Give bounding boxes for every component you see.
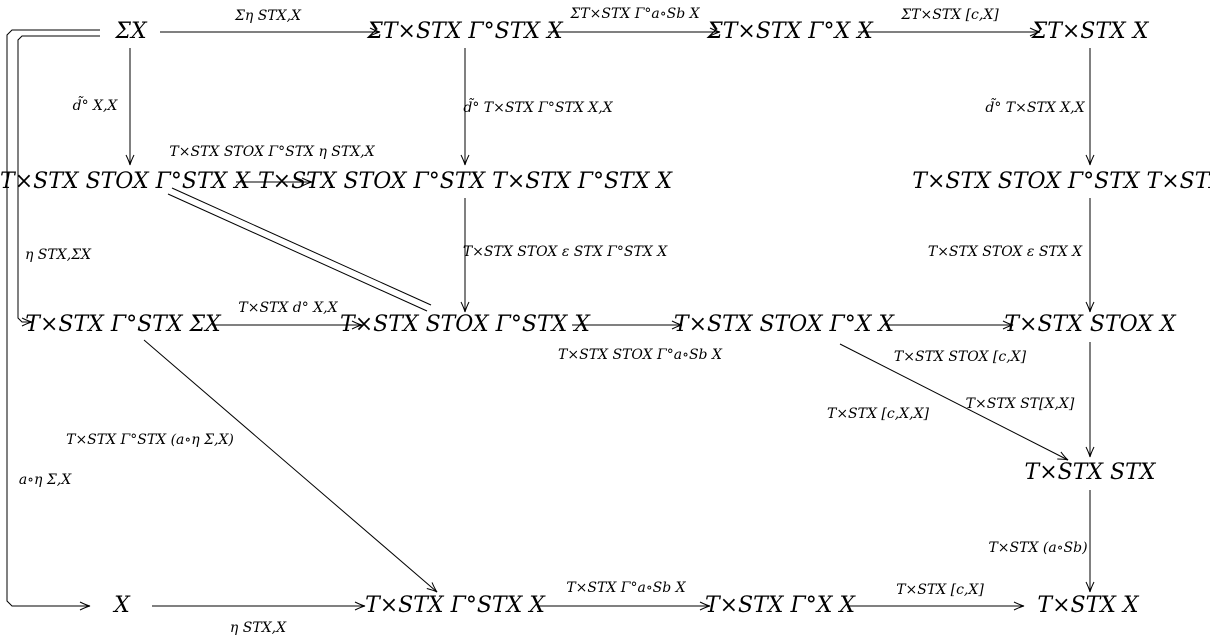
label-t-sto-g-asb-text: T×STX STOX Γ°a∘Sb X (558, 347, 722, 363)
equality-line-a (167, 193, 428, 312)
label-a-eta-text: a∘η Σ,X (18, 472, 72, 488)
arrow-t-g-a-eta (143, 339, 438, 593)
label-t-g-a-eta: T×STX Γ°STX (a∘η Σ,X) (66, 433, 234, 447)
node-t-sto-g-x: T×STX STOX Γ°STX X (0, 171, 250, 193)
label-t-g-asb-bottom-text: T×STX Γ°a∘Sb X (566, 580, 686, 596)
label-d-tg-text: d̃° T×STX Γ°STX X,X (463, 100, 613, 116)
label-t-a-sb: T×STX (a∘Sb) (988, 541, 1087, 555)
node-t-x-text: T×STX X (1037, 593, 1139, 618)
label-eta-bottom-text: η STX,X (229, 620, 287, 636)
label-eta-bottom: η STX,X (230, 621, 286, 635)
node-t-gx-x-bottom-text: T×STX Γ°X X (704, 593, 856, 618)
node-t-stx-text: T×STX STX (1024, 460, 1156, 485)
arrow-a-eta (6, 29, 100, 611)
node-t-g-sigma-x: T×STX Γ°STX ΣX (25, 314, 220, 336)
label-t-c-xx-text: T×STX [c,X,X] (826, 406, 930, 422)
node-sigma-t-x: ΣT×STX X (1032, 21, 1149, 43)
label-a-eta: a∘η Σ,X (19, 473, 71, 487)
label-t-d: T×STX d° X,X (238, 301, 337, 315)
equality-line-b (171, 187, 432, 306)
label-eta-sigma: η STX,ΣX (25, 248, 91, 262)
label-t-sto-c-text: T×STX STOX [c,X] (893, 349, 1027, 365)
node-sigma-t-x-text: ΣT×STX X (1031, 19, 1149, 44)
node-t-sto-g-x-text: T×STX STOX Γ°STX X (0, 169, 250, 194)
node-t-g-x-bottom-text: T×STX Γ°STX X (365, 593, 545, 618)
label-d-tg: d̃° T×STX Γ°STX X,X (463, 101, 612, 115)
label-sigma-t-g-asb: ΣT×STX Γ°a∘Sb X (570, 7, 699, 21)
node-t-sto-x-text: T×STX STOX X (1004, 312, 1176, 337)
node-sigma-t-g-x: ΣT×STX Γ°STX X (367, 21, 562, 43)
label-t-g-a-eta-text: T×STX Γ°STX (a∘η Σ,X) (66, 432, 234, 448)
node-t-sto-g-t-x: T×STX STOX Γ°STX T×STX X (912, 171, 1210, 193)
label-sigma-t-c: ΣT×STX [c,X] (901, 8, 999, 22)
label-t-sto-eps: T×STX STOX ε STX X (928, 245, 1082, 259)
arrow-eta-sigma (17, 35, 100, 327)
node-t-g-sigma-x-text: T×STX Γ°STX ΣX (25, 312, 221, 337)
label-sigma-t-g-asb-text: ΣT×STX Γ°a∘Sb X (570, 6, 700, 22)
label-eta-sigma-text: η STX,ΣX (24, 247, 92, 263)
node-t-x: T×STX X (1037, 595, 1138, 617)
label-t-c-x: T×STX [c,X] (896, 583, 984, 597)
label-t-sto-g-eta-text: T×STX STOX Γ°STX η STX,X (169, 144, 375, 160)
label-t-sto-c: T×STX STOX [c,X] (894, 350, 1026, 364)
label-sigma-t-c-text: ΣT×STX [c,X] (901, 7, 999, 23)
label-t-g-asb-bottom: T×STX Γ°a∘Sb X (566, 581, 685, 595)
label-t-d-text: T×STX d° X,X (238, 300, 338, 316)
node-t-gx-x-bottom: T×STX Γ°X X (705, 595, 855, 617)
node-sigma-x: ΣX (115, 21, 146, 43)
label-d-t: d̃° T×STX X,X (985, 101, 1084, 115)
label-eta-top: Ση STX,X (235, 9, 301, 23)
node-t-sto-g-x-mid: T×STX STOX Γ°STX X (340, 314, 590, 336)
label-t-sto-g-asb: T×STX STOX Γ°a∘Sb X (558, 348, 722, 362)
node-sigma-t-g-x-x-text: ΣT×STX Γ°X X (707, 19, 873, 44)
node-x: X (114, 595, 130, 617)
label-t-sto-eps-g-text: T×STX STOX ε STX Γ°STX X (462, 244, 668, 260)
label-t-c-xx: T×STX [c,X,X] (827, 407, 929, 421)
label-t-st-xx: T×STX ST[X,X] (966, 397, 1075, 411)
node-t-g-x-bottom: T×STX Γ°STX X (365, 595, 545, 617)
label-d-xx-text: d̃° X,X (72, 98, 118, 114)
node-t-stx: T×STX STX (1025, 462, 1156, 484)
label-t-a-sb-text: T×STX (a∘Sb) (988, 540, 1088, 556)
node-sigma-x-text: ΣX (115, 19, 147, 44)
label-d-t-text: d̃° T×STX X,X (985, 100, 1085, 116)
node-sigma-t-g-x-x: ΣT×STX Γ°X X (707, 21, 873, 43)
label-t-st-xx-text: T×STX ST[X,X] (965, 396, 1075, 412)
arrow-t-c-xx (839, 343, 1069, 461)
label-t-c-x-text: T×STX [c,X] (896, 582, 984, 598)
node-t-sto-g-x-mid-text: T×STX STOX Γ°STX X (340, 312, 590, 337)
label-t-sto-eps-text: T×STX STOX ε STX X (927, 244, 1083, 260)
node-t-sto-x: T×STX STOX X (1004, 314, 1175, 336)
label-t-sto-eps-g: T×STX STOX ε STX Γ°STX X (463, 245, 667, 259)
node-t-sto-g-t-x-text: T×STX STOX Γ°STX T×STX X (912, 169, 1210, 194)
node-t-sto-g-t-g-x-text: T×STX STOX Γ°STX T×STX Γ°STX X (257, 169, 673, 194)
node-t-sto-g-t-g-x: T×STX STOX Γ°STX T×STX Γ°STX X (258, 171, 672, 193)
node-t-sto-gx-x: T×STX STOX Γ°X X (674, 314, 894, 336)
label-eta-top-text: Ση STX,X (234, 8, 302, 24)
label-d-xx: d̃° X,X (73, 99, 118, 113)
node-x-text: X (114, 593, 130, 618)
node-t-sto-gx-x-text: T×STX STOX Γ°X X (673, 312, 895, 337)
node-sigma-t-g-x-text: ΣT×STX Γ°STX X (367, 19, 563, 44)
label-t-sto-g-eta: T×STX STOX Γ°STX η STX,X (169, 145, 374, 159)
